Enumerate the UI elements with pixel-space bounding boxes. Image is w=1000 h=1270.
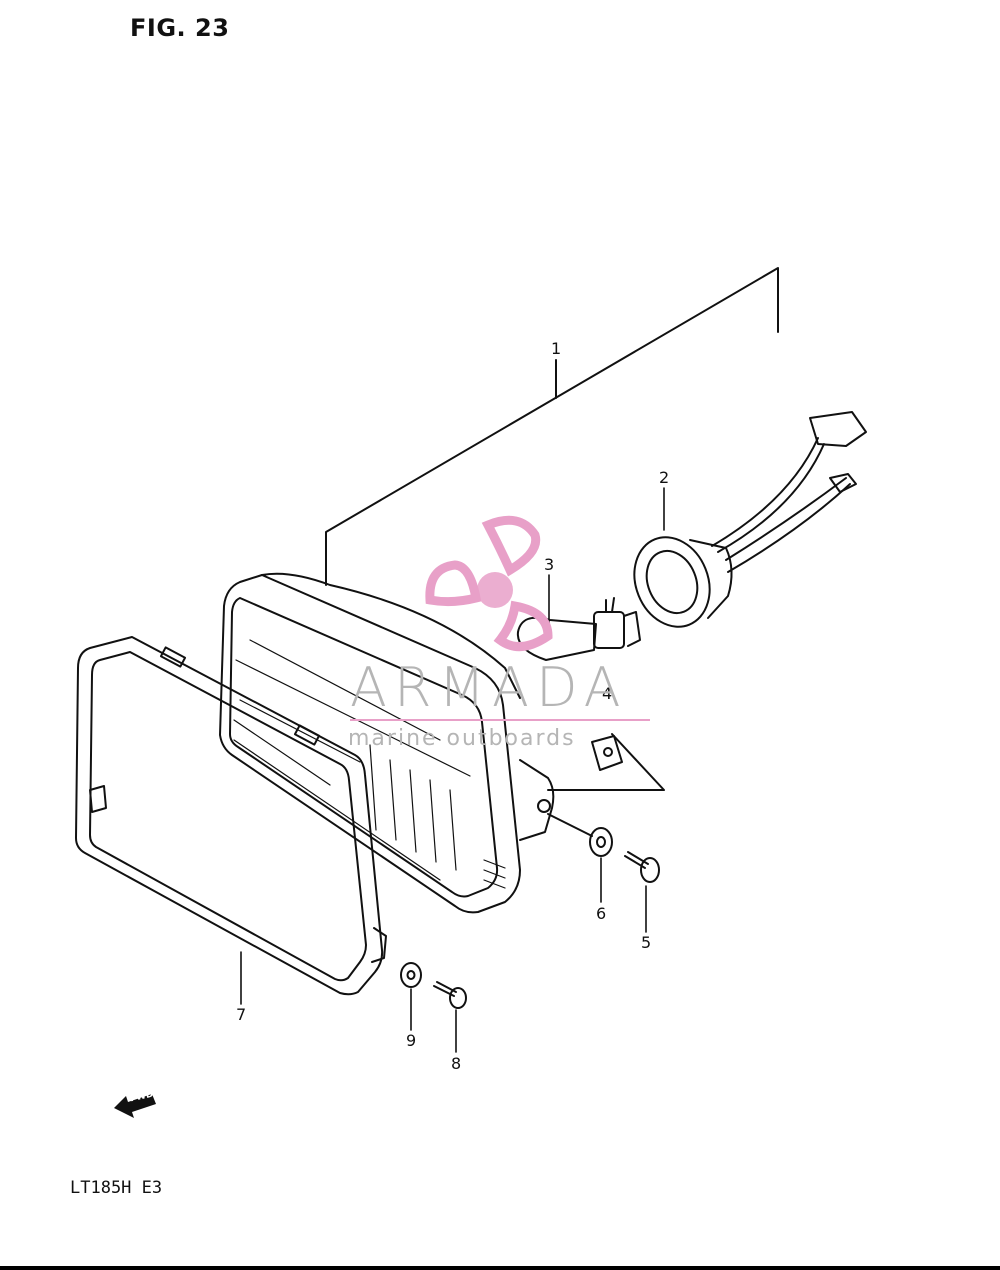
- assembly-bracket-1: [325, 267, 779, 586]
- headlight-bulb: [516, 597, 641, 661]
- callout-5: 5: [641, 933, 652, 952]
- callout-6: 6: [596, 904, 607, 923]
- screw-5: [624, 851, 660, 883]
- screw-8: [433, 981, 467, 1009]
- callout-2: 2: [659, 468, 670, 487]
- callout-3: 3: [544, 555, 555, 574]
- clip-leader: [547, 733, 665, 791]
- propeller-icon: [425, 515, 553, 651]
- bottom-border: [0, 1266, 1000, 1270]
- model-code: LT185H E3: [70, 1178, 163, 1198]
- washer-9: [400, 962, 422, 988]
- washer-6: [547, 813, 613, 857]
- fwd-arrow-icon: [114, 1094, 156, 1118]
- callout-4: 4: [602, 684, 613, 703]
- callout-8: 8: [451, 1054, 462, 1073]
- retaining-clip: [591, 735, 623, 771]
- bulb-socket: [633, 411, 867, 628]
- figure-title: FIG. 23: [130, 14, 230, 42]
- sealed-beam-unit: [219, 572, 555, 914]
- callout-7: 7: [236, 1005, 247, 1024]
- callout-9: 9: [406, 1031, 417, 1050]
- watermark-subtitle: marine outboards: [348, 726, 576, 751]
- watermark-word: ARMADA: [350, 656, 628, 719]
- callout-1: 1: [551, 339, 562, 358]
